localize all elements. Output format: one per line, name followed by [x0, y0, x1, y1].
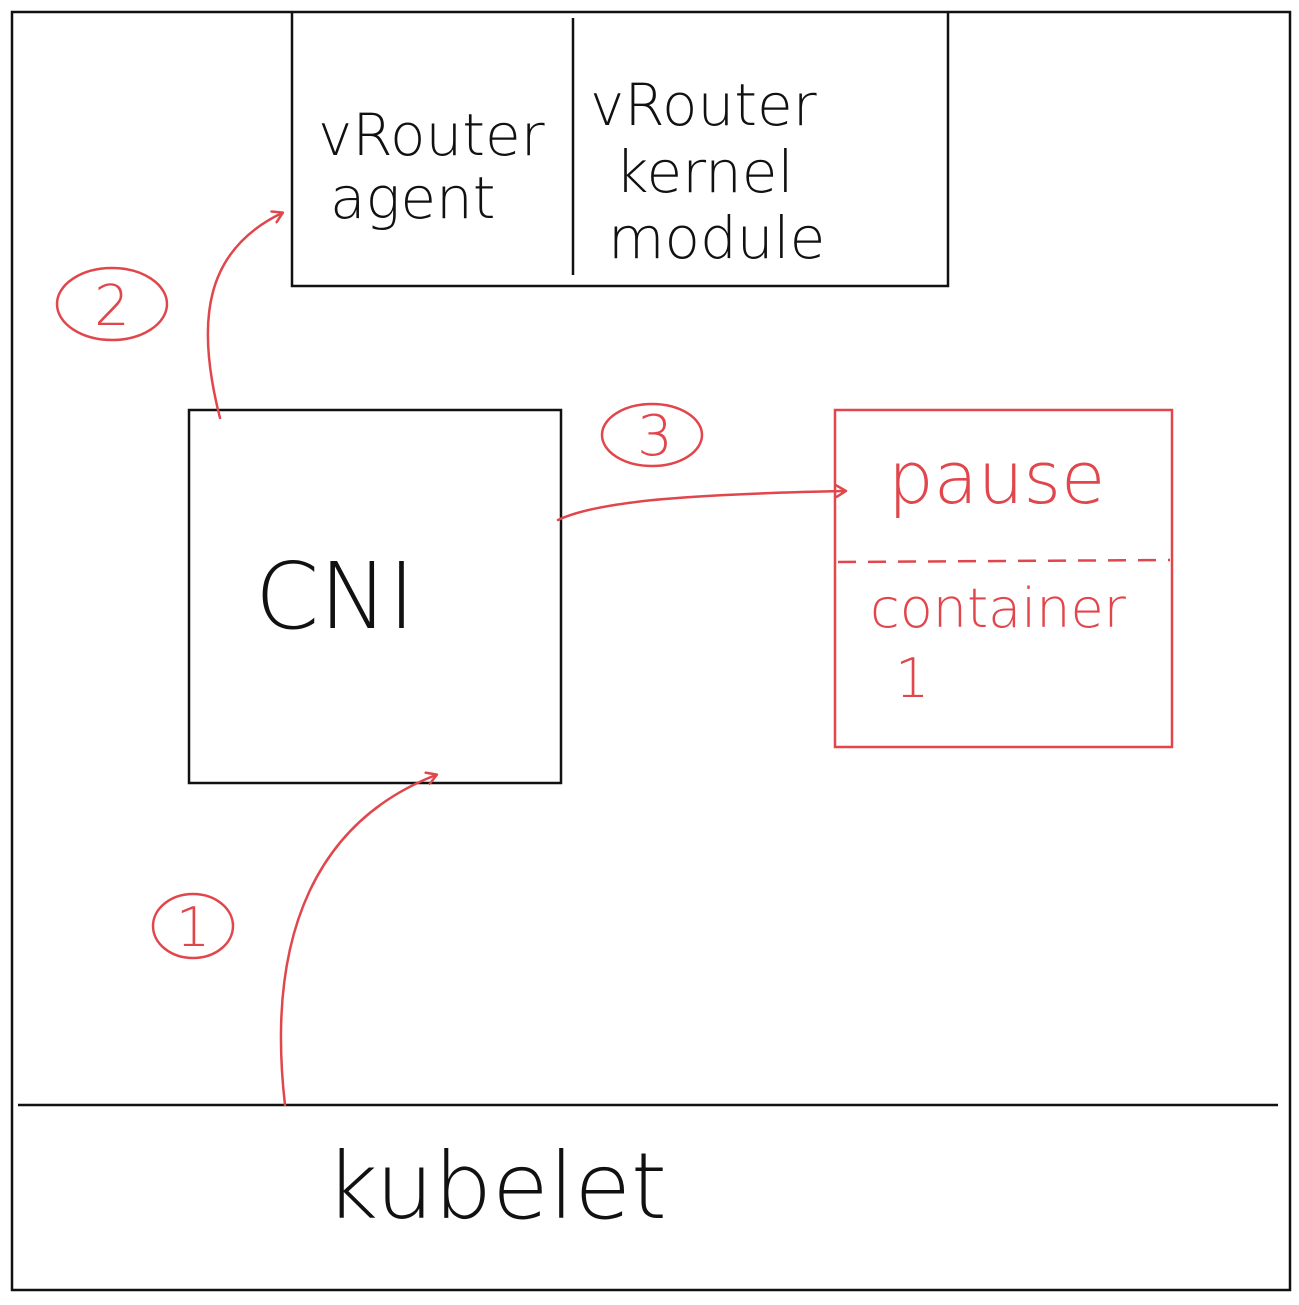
cni-label: CNI: [255, 543, 415, 650]
container-label-line1: container: [870, 577, 1127, 640]
vrouter-agent-label-line1: vRouter: [318, 101, 545, 169]
arrow-cni-to-pod: [556, 491, 845, 522]
kubelet-label: kubelet: [325, 1133, 667, 1240]
vrouter-box: vRouter agent vRouter kernel module: [290, 12, 950, 288]
pod-box: pause container 1: [833, 408, 1174, 749]
vrouter-kernel-label-line2: kernel: [615, 138, 794, 206]
step-marker-2: 2: [55, 266, 169, 342]
step-number-2: 2: [94, 274, 130, 339]
pause-container-label: pause: [888, 436, 1105, 520]
pod-dashed-divider: [837, 558, 1171, 564]
arrow-kubelet-to-cni: [279, 775, 436, 1107]
kubelet-section: kubelet: [18, 1103, 1278, 1240]
container-label-line2: 1: [895, 647, 929, 710]
vrouter-kernel-label-line1: vRouter: [590, 71, 817, 139]
arrow-cni-to-vrouter: [206, 213, 282, 420]
vrouter-kernel-label-line3: module: [608, 204, 825, 272]
step-marker-3: 3: [600, 402, 704, 469]
step-marker-1: 1: [151, 892, 235, 960]
cni-box: CNI: [187, 408, 563, 785]
vrouter-agent-label-line2: agent: [330, 164, 496, 232]
outer-frame: [10, 10, 1292, 1292]
step-number-1: 1: [176, 896, 210, 959]
step-number-3: 3: [637, 404, 673, 469]
